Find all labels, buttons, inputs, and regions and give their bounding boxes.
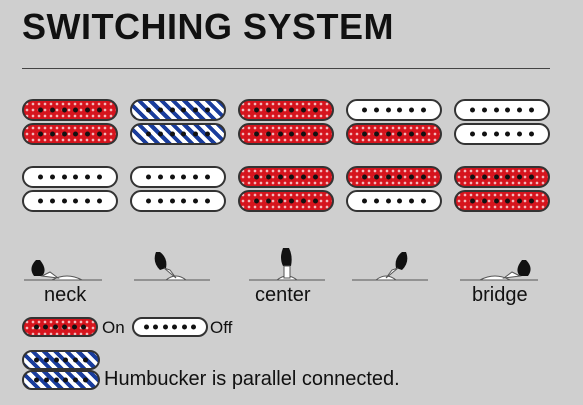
legend-parallel-swatch-bottom (22, 370, 100, 390)
pickup-r1-c4-coil2 (346, 123, 442, 145)
pickup-r2-c3-coil2 (238, 190, 334, 212)
pickup-r1-c4-coil1 (346, 99, 442, 121)
switch-position-3-icon (249, 248, 325, 281)
switch-position-2-icon (134, 252, 210, 281)
position-label-center: center (255, 284, 311, 306)
switch-position-4-icon (352, 252, 428, 281)
pickup-r1-c1-coil2 (22, 123, 118, 145)
pickup-r2-c2-coil2 (130, 190, 226, 212)
pickup-r2-c5-coil2 (454, 190, 550, 212)
pickup-r2-c4-coil2 (346, 190, 442, 212)
pickup-r1-c1-coil1 (22, 99, 118, 121)
legend-off-swatch (132, 317, 208, 337)
pickup-r2-c3-coil1 (238, 166, 334, 188)
switch-position-5-icon (460, 260, 538, 281)
pickup-r2-c2-coil1 (130, 166, 226, 188)
switch-position-1-icon (24, 260, 102, 281)
pickup-r2-c1-coil1 (22, 166, 118, 188)
legend-parallel-label: Humbucker is parallel connected. (104, 368, 400, 390)
legend-on-label: On (102, 318, 125, 337)
pickup-r1-c3-coil2 (238, 123, 334, 145)
legend-parallel-swatch-top (22, 350, 100, 370)
pickup-r2-c1-coil2 (22, 190, 118, 212)
pickup-r1-c2-coil2 (130, 123, 226, 145)
pickup-r1-c3-coil1 (238, 99, 334, 121)
legend-off-label: Off (210, 318, 233, 337)
position-label-bridge: bridge (472, 284, 528, 306)
pickup-r2-c4-coil1 (346, 166, 442, 188)
pickup-r2-c5-coil1 (454, 166, 550, 188)
pickup-r1-c5-coil1 (454, 99, 550, 121)
legend-on-swatch (22, 317, 98, 337)
pickup-r1-c2-coil1 (130, 99, 226, 121)
page-title: SWITCHING SYSTEM (22, 6, 395, 47)
title-divider (22, 68, 550, 69)
position-label-neck: neck (44, 284, 87, 306)
pickup-r1-c5-coil2 (454, 123, 550, 145)
